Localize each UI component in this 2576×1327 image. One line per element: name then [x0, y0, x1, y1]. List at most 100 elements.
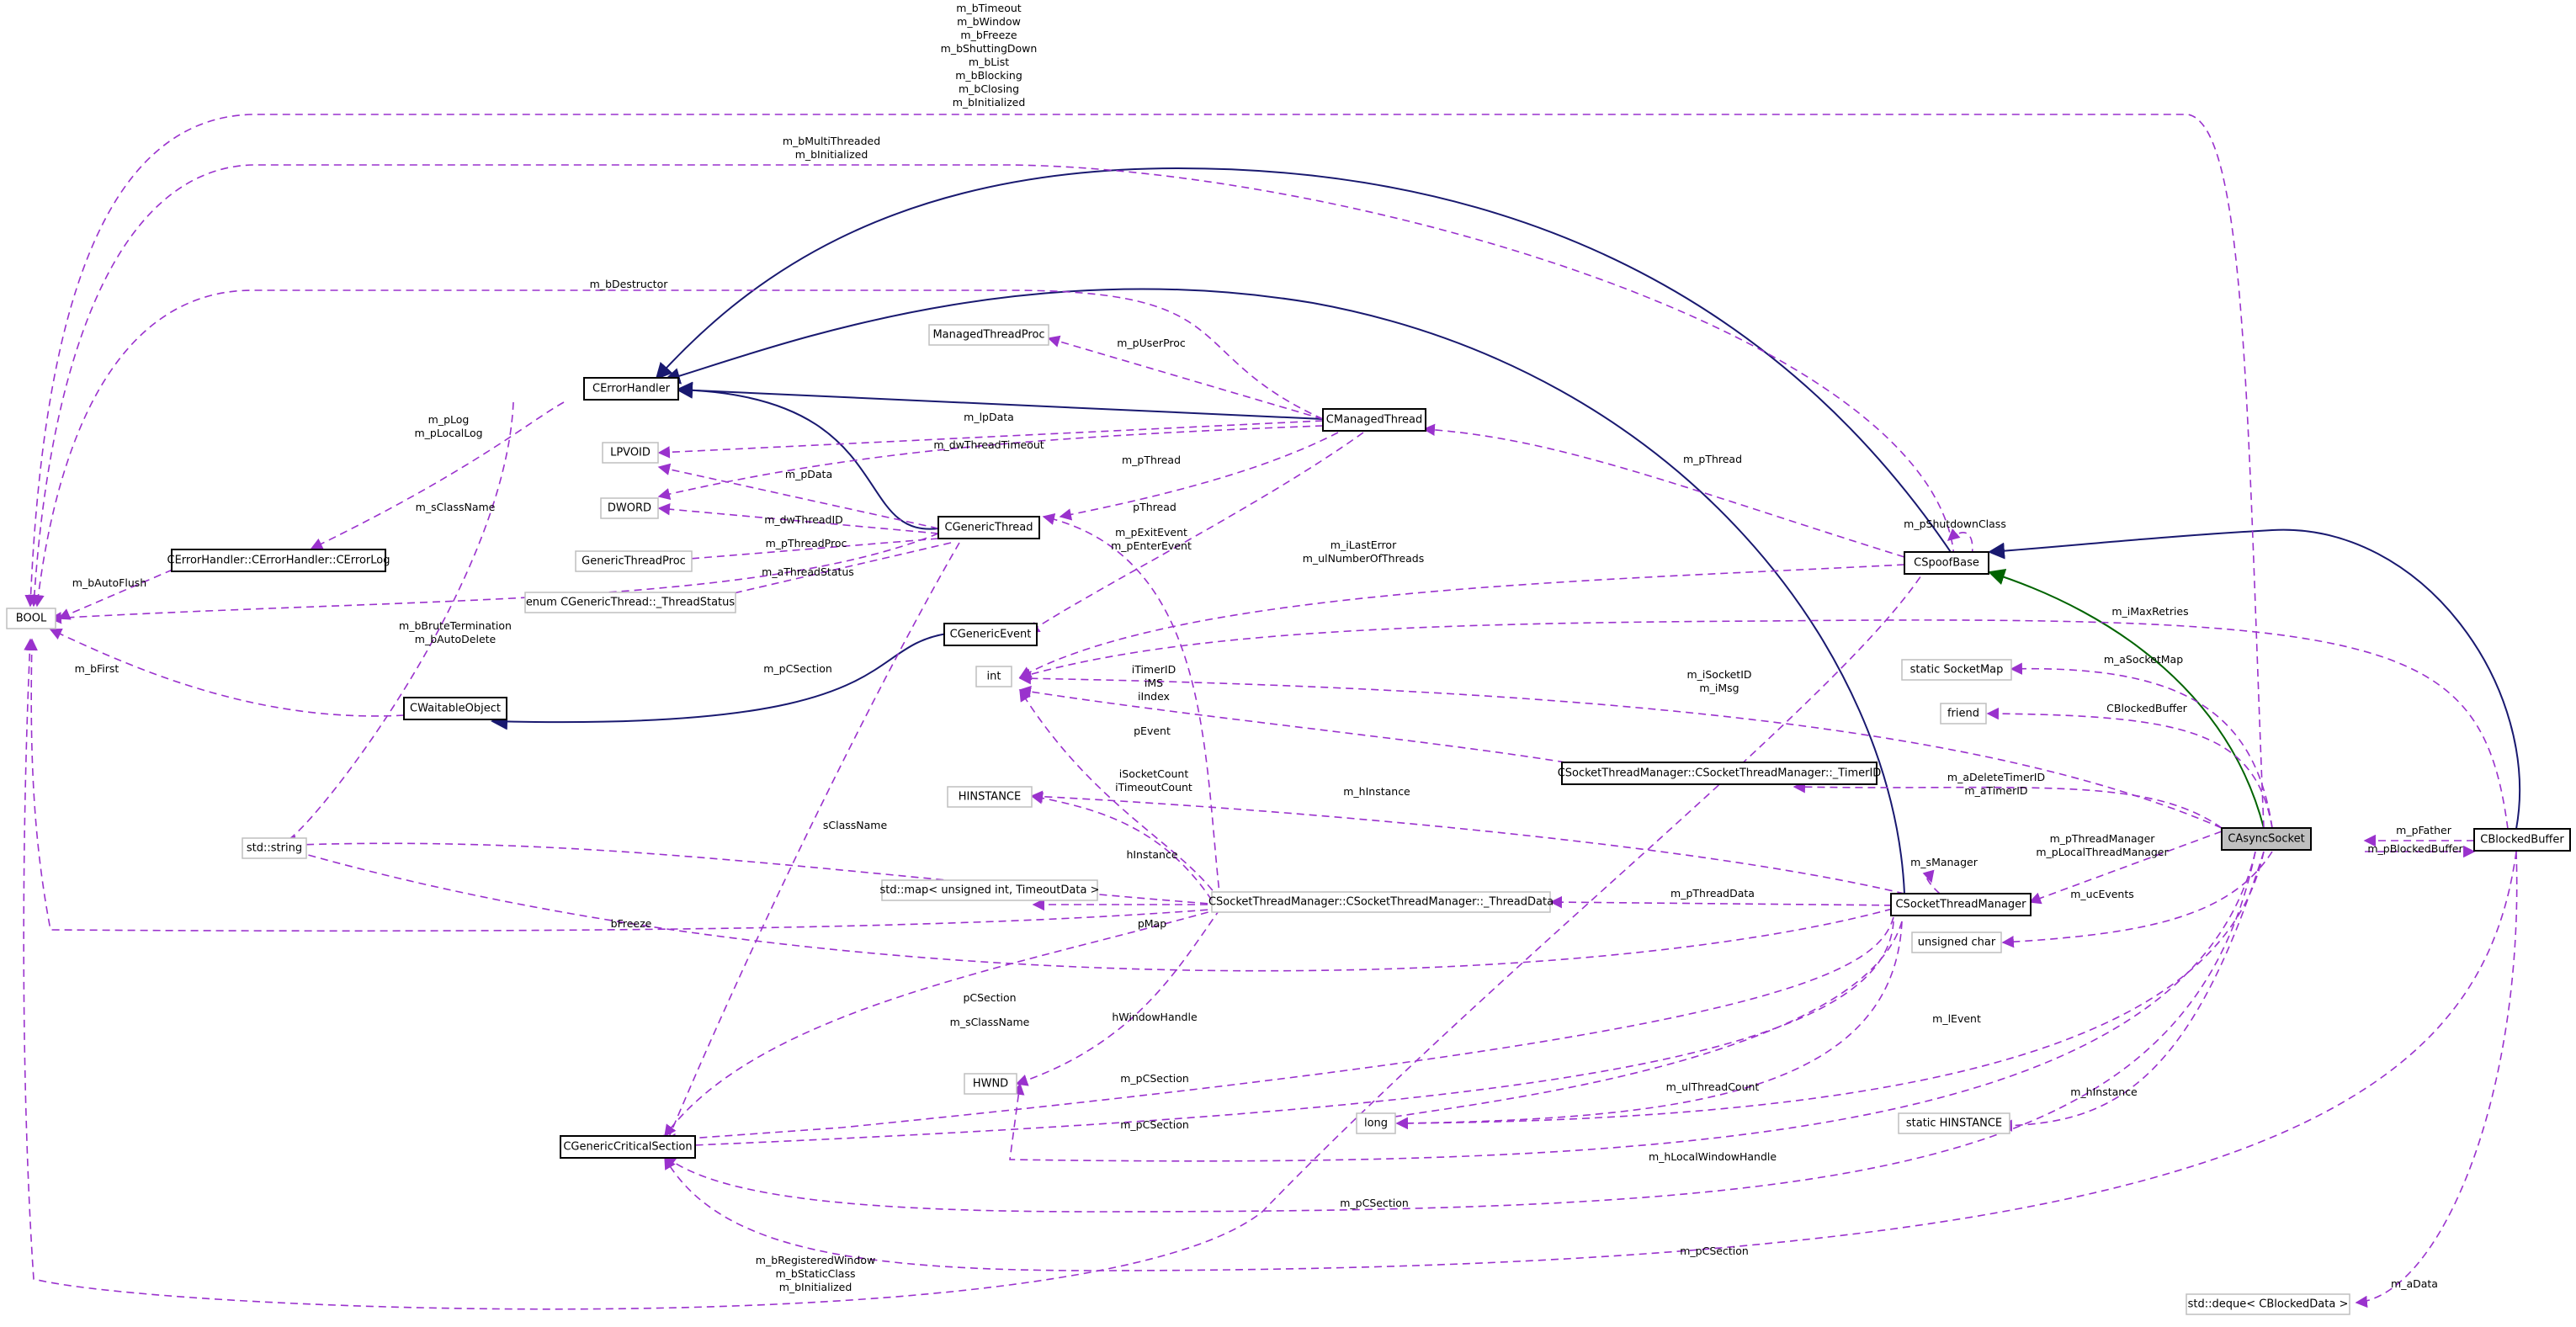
node-hinstance[interactable]: HINSTANCE: [947, 786, 1033, 808]
label-pexit-1: m_pEnterEvent: [1111, 539, 1192, 552]
label-pthread-td: pThread: [1133, 501, 1176, 513]
label-ucevents: m_ucEvents: [2070, 888, 2134, 900]
member-edge-20: [1947, 528, 1973, 570]
node-cgenericthread[interactable]: CGenericThread: [937, 516, 1040, 539]
node-bool-label: BOOL: [16, 613, 47, 625]
node-socketthreadmgr[interactable]: CSocketThreadManager: [1890, 893, 2032, 916]
edge-socketthreadmgr-cerrorhandler: [663, 288, 1905, 894]
member-edge-8: [1047, 335, 1324, 420]
node-stdstring-label: std::string: [247, 842, 302, 855]
label-top-bool-5: m_bBlocking: [955, 69, 1022, 82]
member-edge-23: [1018, 672, 2223, 829]
label-adata: m_aData: [2391, 1277, 2438, 1290]
node-casyncsocket[interactable]: CAsyncSocket: [2221, 827, 2312, 851]
node-genericproc[interactable]: GenericThreadProc: [575, 550, 693, 572]
node-socketthreadmgr-label: CSocketThreadManager: [1895, 899, 2026, 911]
member-edge-11: [657, 463, 939, 529]
node-hinstance-label: HINSTANCE: [959, 791, 1021, 804]
node-deque-label: std::deque< CBlockedData >: [2188, 1298, 2349, 1311]
member-edge-33: [1015, 908, 1221, 1086]
label-pthread-sb: m_pThread: [1683, 453, 1742, 465]
node-dword[interactable]: DWORD: [600, 497, 659, 519]
label-registered-1: m_bStaticClass: [776, 1267, 856, 1280]
member-edge-50: [664, 851, 2517, 1271]
member-edge-14: [657, 538, 939, 567]
label-pthread-mt: m_pThread: [1122, 454, 1181, 466]
node-cspoofbase[interactable]: CSpoofBase: [1904, 551, 1989, 575]
node-threadstatus-label: enum CGenericThread::_ThreadStatus: [526, 597, 736, 609]
node-long[interactable]: long: [1356, 1112, 1396, 1134]
member-edge-27: [1030, 790, 1905, 894]
node-statichinstance-label: static HINSTANCE: [1906, 1117, 2002, 1130]
member-edge-46: [1395, 851, 2265, 1130]
member-edge-15: [699, 542, 952, 605]
node-stdstring[interactable]: std::string: [242, 837, 307, 859]
member-edge-22: [1018, 619, 2509, 830]
member-edge-42: [1793, 781, 2223, 829]
member-edge-28: [272, 839, 1221, 905]
edge-cmanagedthread-cerrorhandler: [676, 381, 1324, 420]
label-top-bool-3: m_bShuttingDown: [941, 42, 1038, 55]
member-edge-10: [657, 425, 1324, 501]
label-brute-1: m_bAutoDelete: [415, 633, 497, 645]
node-cmanagedthread[interactable]: CManagedThread: [1322, 408, 1426, 432]
node-stdmap[interactable]: std::map< unsigned int, TimeoutData >: [880, 879, 1100, 901]
node-statichinstance[interactable]: static HINSTANCE: [1898, 1112, 2010, 1134]
node-cerrorlog[interactable]: CErrorHandler::CErrorHandler::CErrorLog: [167, 549, 390, 572]
node-genericproc-label: GenericThreadProc: [582, 555, 686, 568]
member-edge-47: [2000, 851, 2265, 1132]
label-cblockedbuffer-friend: CBlockedBuffer: [2106, 702, 2188, 714]
node-cerrorlog-label: CErrorHandler::CErrorHandler::CErrorLog: [167, 555, 390, 567]
label-pcsection-gt: m_pCSection: [763, 662, 832, 675]
member-edge-37: [1395, 921, 1903, 1130]
member-edge-1: [28, 164, 1955, 608]
label-destructor: m_bDestructor: [590, 278, 669, 290]
node-lpvoid-label: LPVOID: [610, 447, 651, 459]
node-threadstatus[interactable]: enum CGenericThread::_ThreadStatus: [524, 592, 736, 613]
node-stdmap-label: std::map< unsigned int, TimeoutData >: [880, 884, 1100, 897]
member-edge-26: [1030, 792, 1213, 901]
label-adelete-1: m_aTimerID: [1964, 784, 2027, 797]
node-deque[interactable]: std::deque< CBlockedData >: [2186, 1293, 2350, 1315]
member-edge-4: [283, 401, 514, 848]
node-int[interactable]: int: [975, 666, 1012, 687]
member-edge-12: [1059, 432, 1339, 521]
label-timer-2: iIndex: [1138, 690, 1170, 703]
label-lasterror-1: m_ulNumberOfThreads: [1303, 552, 1425, 565]
node-cwaitable[interactable]: CWaitableObject: [403, 697, 507, 720]
label-pevent: pEvent: [1134, 725, 1171, 737]
label-dwthreadid: m_dwThreadID: [764, 513, 843, 526]
edge-cblockedbuffer-cspoofbase: [1988, 528, 2521, 830]
label-timer-1: iMS: [1145, 677, 1163, 689]
node-ucevents[interactable]: unsigned char: [1911, 932, 2002, 953]
node-socketmap[interactable]: static SocketMap: [1901, 659, 2012, 681]
node-threaddata[interactable]: CSocketThreadManager::CSocketThreadManag…: [1208, 891, 1554, 913]
node-critsec[interactable]: CGenericCriticalSection: [560, 1135, 696, 1159]
label-asocketmap: m_aSocketMap: [2104, 653, 2183, 666]
label-dwthreadtimeout: m_dwThreadTimeout: [933, 438, 1044, 451]
node-hwnd[interactable]: HWND: [964, 1073, 1017, 1095]
node-cerrorhandler[interactable]: CErrorHandler: [583, 377, 679, 401]
label-puserproc: m_pUserProc: [1117, 337, 1186, 349]
label-timer-0: iTimerID: [1132, 663, 1176, 676]
node-bool[interactable]: BOOL: [6, 608, 56, 629]
member-edge-43: [2010, 662, 2273, 829]
label-pdata: m_pData: [785, 468, 832, 480]
label-bautoflush: m_bAutoFlush: [72, 576, 146, 589]
node-timerid[interactable]: CSocketThreadManager::CSocketThreadManag…: [1558, 762, 1882, 785]
node-cgenericevent[interactable]: CGenericEvent: [943, 623, 1038, 646]
node-managedproc[interactable]: ManagedThreadProc: [928, 324, 1049, 346]
member-edge-48: [1009, 851, 2256, 1162]
node-dword-label: DWORD: [608, 502, 651, 515]
member-edges: [23, 114, 2518, 1310]
node-casyncsocket-label: CAsyncSocket: [2228, 833, 2304, 846]
label-plog-0: m_pLog: [428, 413, 470, 426]
node-friend[interactable]: friend: [1940, 703, 1987, 725]
member-edge-34: [663, 916, 1894, 1146]
node-cblockedbuffer[interactable]: CBlockedBuffer: [2473, 828, 2571, 852]
node-timerid-label: CSocketThreadManager::CSocketThreadManag…: [1558, 767, 1882, 780]
node-lpvoid[interactable]: LPVOID: [602, 442, 659, 464]
member-edge-0: [24, 114, 2265, 829]
member-edge-53: [2355, 851, 2518, 1308]
member-edge-40: [1922, 869, 1941, 894]
